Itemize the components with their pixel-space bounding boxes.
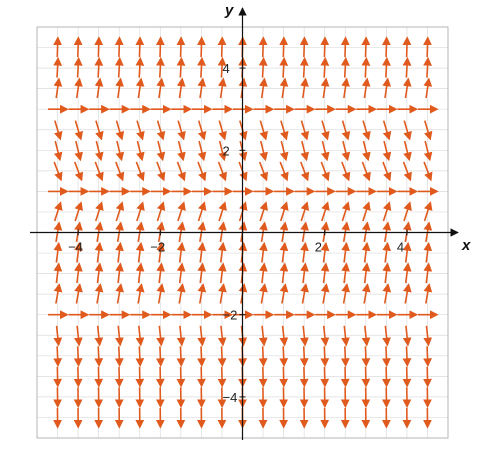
direction-arrow	[263, 346, 264, 365]
direction-arrow	[426, 326, 428, 345]
direction-arrow	[406, 59, 407, 78]
direction-arrow	[98, 326, 100, 345]
direction-arrow	[303, 326, 305, 345]
direction-arrow	[304, 59, 305, 78]
direction-arrow	[365, 59, 366, 78]
direction-arrow	[427, 346, 428, 365]
direction-arrow	[263, 59, 264, 78]
direction-arrow	[345, 38, 346, 57]
x-tick-label: −2	[150, 240, 165, 255]
direction-arrow	[57, 38, 58, 57]
direction-arrow	[407, 346, 408, 365]
direction-arrow	[78, 59, 79, 78]
direction-arrow	[160, 346, 161, 365]
direction-arrow	[385, 326, 387, 345]
direction-arrow	[366, 38, 367, 57]
direction-arrow	[119, 38, 120, 57]
direction-arrow	[222, 346, 223, 365]
direction-arrow	[407, 38, 408, 57]
direction-arrow	[283, 326, 285, 345]
y-tick-label: 2	[223, 143, 230, 158]
x-axis-label: x	[461, 237, 471, 254]
direction-arrow	[201, 346, 202, 365]
direction-arrow	[283, 38, 284, 57]
direction-arrow	[221, 326, 223, 345]
direction-arrow	[57, 59, 58, 78]
direction-arrow	[98, 59, 99, 78]
direction-arrow	[119, 346, 120, 365]
direction-arrow	[160, 38, 161, 57]
direction-arrow	[180, 346, 181, 365]
direction-arrow	[406, 326, 408, 345]
direction-arrow	[139, 326, 141, 345]
direction-arrow	[180, 59, 181, 78]
direction-arrow	[118, 326, 120, 345]
direction-arrow	[365, 346, 366, 365]
direction-arrow	[201, 38, 202, 57]
direction-arrow	[324, 59, 325, 78]
direction-arrow	[200, 326, 202, 345]
direction-arrow	[283, 346, 284, 365]
y-tick-label: 4	[223, 61, 230, 76]
direction-arrow	[262, 326, 264, 345]
y-tick-label: −4	[223, 390, 238, 405]
direction-arrow	[345, 346, 346, 365]
direction-arrow	[181, 38, 182, 57]
direction-arrow	[324, 326, 326, 345]
direction-arrow	[139, 38, 140, 57]
direction-arrow	[344, 326, 346, 345]
x-tick-label: 2	[315, 240, 322, 255]
y-tick-label: −2	[223, 308, 238, 323]
direction-arrow	[159, 326, 161, 345]
direction-arrow	[386, 59, 387, 78]
direction-arrow	[324, 346, 325, 365]
direction-arrow	[139, 346, 140, 365]
direction-arrow	[180, 326, 182, 345]
direction-arrow	[139, 59, 140, 78]
direction-arrow	[283, 59, 284, 78]
direction-arrow	[263, 38, 264, 57]
direction-arrow	[304, 38, 305, 57]
direction-arrow	[78, 346, 79, 365]
direction-arrow	[427, 38, 428, 57]
x-tick-label: 4	[397, 240, 404, 255]
direction-arrow	[160, 59, 161, 78]
direction-arrow	[345, 59, 346, 78]
direction-arrow	[304, 346, 305, 365]
direction-arrow	[427, 59, 428, 78]
direction-arrow	[98, 38, 99, 57]
direction-arrow	[201, 59, 202, 78]
direction-arrow	[98, 346, 99, 365]
direction-arrow	[324, 38, 325, 57]
direction-arrow	[365, 326, 367, 345]
direction-arrow	[77, 326, 79, 345]
direction-arrow	[57, 326, 59, 345]
direction-arrow	[222, 38, 223, 57]
y-axis-label: y	[224, 2, 234, 19]
direction-arrow	[386, 38, 387, 57]
direction-arrow	[386, 346, 387, 365]
direction-arrow	[57, 346, 58, 365]
direction-arrow	[119, 59, 120, 78]
direction-arrow	[78, 38, 79, 57]
x-tick-label: −4	[68, 240, 83, 255]
